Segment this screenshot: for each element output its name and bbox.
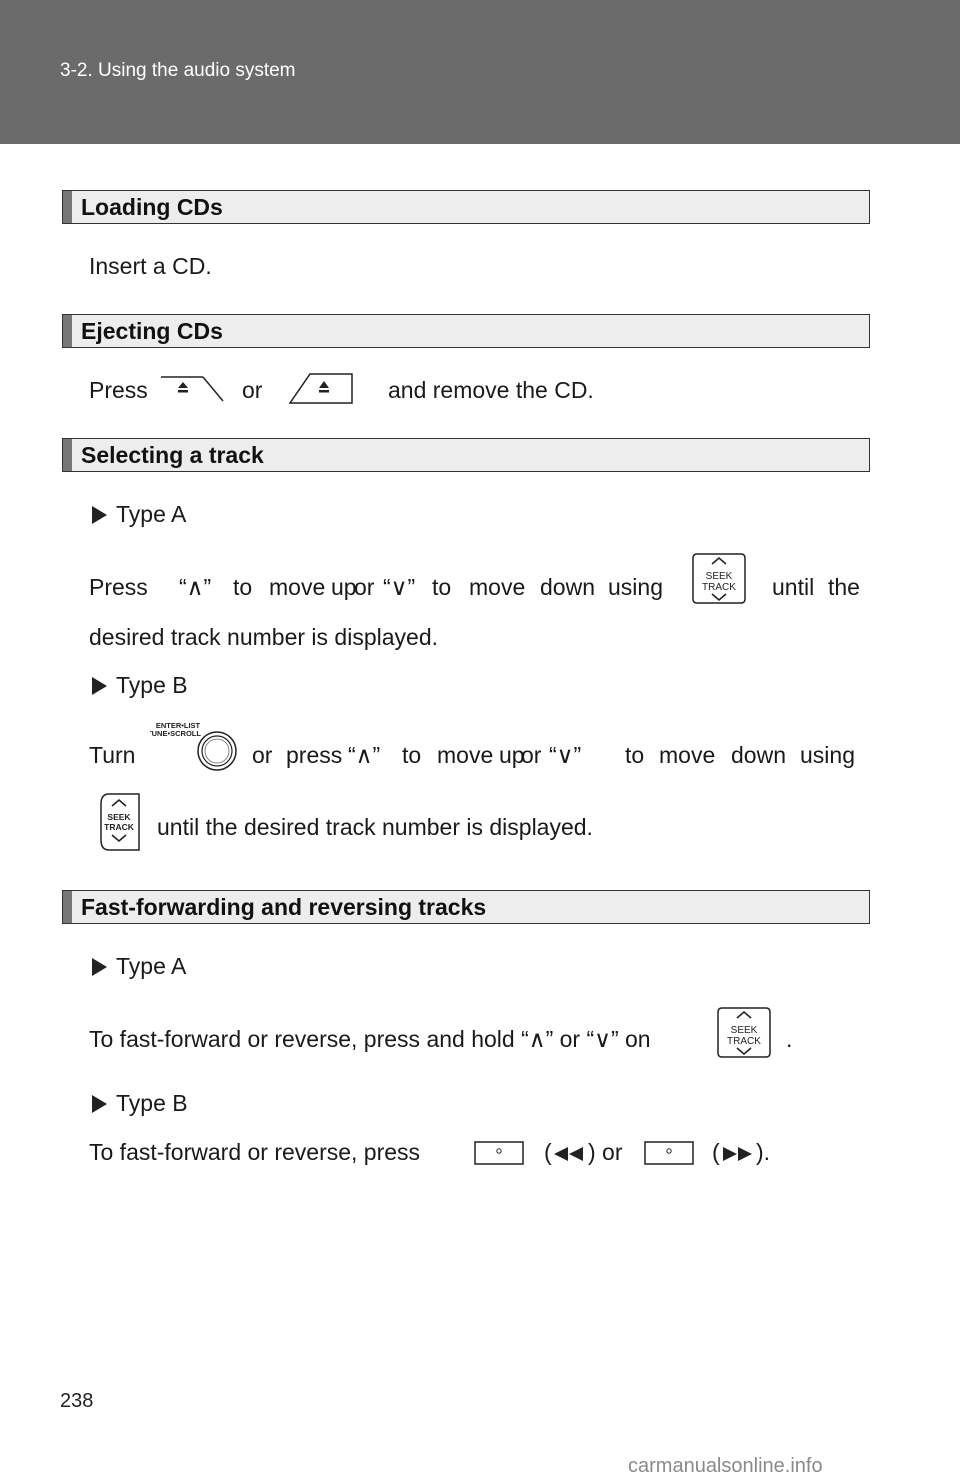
word: up xyxy=(331,574,357,600)
triangle-bullet-icon xyxy=(92,677,107,695)
fast-type-a-period: . xyxy=(786,1026,793,1052)
svg-text:SEEK: SEEK xyxy=(706,571,733,582)
svg-text:TRACK: TRACK xyxy=(702,582,736,593)
eject-button-type-b-icon xyxy=(288,373,353,404)
word: Press xyxy=(89,574,148,600)
down-caret-quote: “∨” xyxy=(549,742,582,768)
word: until xyxy=(772,574,815,600)
type-a-line-2: desired track number is displayed. xyxy=(89,624,438,650)
word: to xyxy=(432,574,452,600)
fast-type-a-text: To fast-forward or reverse, press and ho… xyxy=(89,1026,651,1052)
section-fast-forward-reverse: Fast-forwarding and reversing tracks xyxy=(62,890,870,924)
type-a-label: Type A xyxy=(92,953,186,980)
word: to xyxy=(402,742,422,768)
up-caret-quote: “∧” xyxy=(348,742,381,768)
fast-type-b-text: To fast-forward or reverse, press xyxy=(89,1139,421,1165)
eject-button-type-a-icon xyxy=(161,376,224,402)
word: Turn xyxy=(89,742,136,768)
loading-instruction: Insert a CD. xyxy=(89,253,212,279)
footer-watermark: carmanualsonline.info xyxy=(628,1455,823,1477)
word: to xyxy=(233,574,253,600)
paren-period: ). xyxy=(756,1139,771,1165)
word: down xyxy=(540,574,595,600)
type-b-line-2: until the desired track number is displa… xyxy=(157,814,593,840)
rewind-icon xyxy=(554,1147,583,1161)
seek-track-button-icon: SEEK TRACK xyxy=(717,1007,771,1058)
word: move xyxy=(469,574,526,600)
triangle-bullet-icon xyxy=(92,1095,107,1113)
section-title: Ejecting CDs xyxy=(81,318,223,344)
word: up xyxy=(499,742,525,768)
triangle-bullet-icon xyxy=(92,506,107,524)
section-selecting-track: Selecting a track xyxy=(62,438,870,472)
type-b-label: Type B xyxy=(92,1090,188,1117)
svg-text:TUNE•SCROLL: TUNE•SCROLL xyxy=(150,729,201,738)
paren-or: ) or xyxy=(588,1139,623,1165)
tune-scroll-knob-icon: ENTER•LIST TUNE•SCROLL xyxy=(150,721,237,771)
type-a-label: Type A xyxy=(92,501,186,528)
word: move xyxy=(437,742,494,768)
section-title: Loading CDs xyxy=(81,194,223,220)
section-title: Fast-forwarding and reversing tracks xyxy=(81,894,487,920)
word: move xyxy=(269,574,326,600)
fast-forward-icon xyxy=(723,1147,752,1161)
breadcrumb: 3-2. Using the audio system xyxy=(60,60,296,81)
word: press xyxy=(286,742,343,768)
word: move xyxy=(659,742,716,768)
word: the xyxy=(828,574,860,600)
svg-text:TRACK: TRACK xyxy=(727,1036,761,1047)
section-title: Selecting a track xyxy=(81,442,264,468)
svg-text:TRACK: TRACK xyxy=(104,822,135,832)
word: using xyxy=(800,742,855,768)
word: or xyxy=(521,742,542,768)
triangle-bullet-icon xyxy=(92,958,107,976)
seek-track-button-icon: SEEK TRACK xyxy=(692,553,746,604)
eject-or-word: or xyxy=(242,377,263,403)
word: down xyxy=(731,742,786,768)
eject-press-word: Press xyxy=(89,377,148,403)
section-loading-cds: Loading CDs xyxy=(62,190,870,224)
word: to xyxy=(625,742,645,768)
down-caret-quote: “∨” xyxy=(383,574,416,600)
page-number: 238 xyxy=(60,1390,94,1412)
svg-text:ENTER•LIST: ENTER•LIST xyxy=(156,721,201,730)
preset-button-icon xyxy=(474,1141,524,1165)
eject-remove-text: and remove the CD. xyxy=(388,377,594,403)
word: using xyxy=(608,574,663,600)
seek-track-button-vertical-icon: SEEK TRACK xyxy=(100,793,140,851)
word: or xyxy=(354,574,375,600)
paren: ( xyxy=(544,1139,552,1165)
word: or xyxy=(252,742,273,768)
section-ejecting-cds: Ejecting CDs xyxy=(62,314,870,348)
preset-button-icon xyxy=(644,1141,694,1165)
up-caret-quote: “∧” xyxy=(179,574,212,600)
page-header: 3-2. Using the audio system xyxy=(0,0,960,144)
svg-text:SEEK: SEEK xyxy=(731,1025,758,1036)
svg-text:SEEK: SEEK xyxy=(107,812,131,822)
type-b-label: Type B xyxy=(92,672,188,699)
paren: ( xyxy=(712,1139,720,1165)
